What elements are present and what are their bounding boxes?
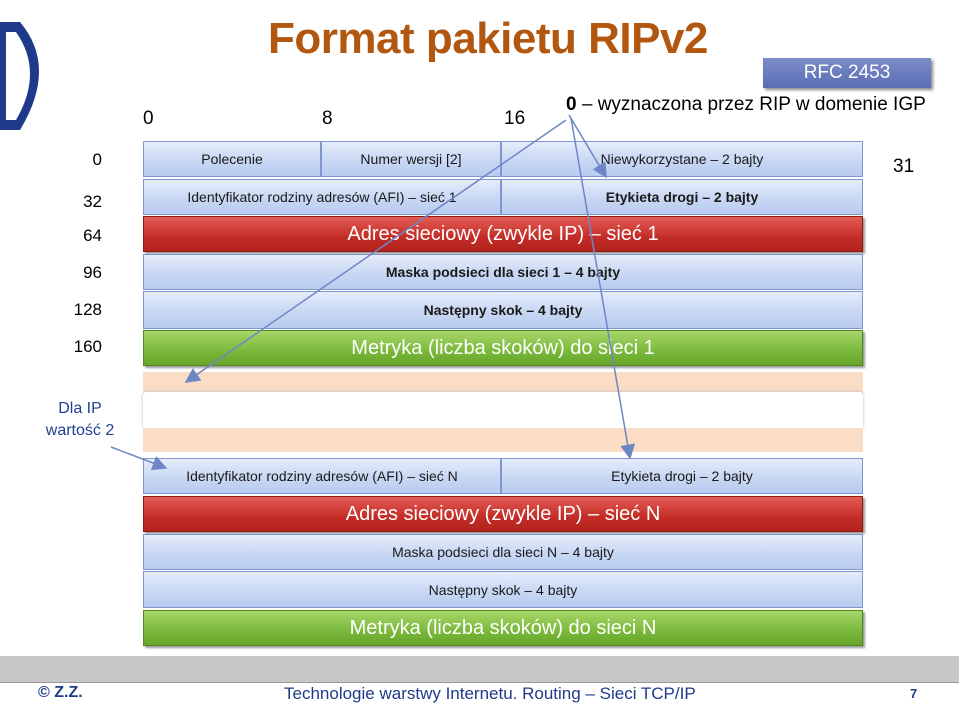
afi-field-1: Identyfikator rodziny adresów (AFI) – si… (143, 179, 501, 215)
decorative-shape (0, 22, 39, 130)
command-field: Polecenie (143, 141, 321, 177)
bit-label-31: 31 (893, 156, 915, 177)
gap-band-bottom (143, 428, 863, 452)
bit-label-8: 8 (322, 108, 333, 129)
footer-bar (0, 656, 959, 682)
route-tag-field-n: Etykieta drogi – 2 bajty (501, 458, 863, 494)
footer-logo: © Z.Z. (38, 684, 83, 701)
row-offset-160: 160 (73, 337, 102, 356)
nexthop-field-1: Następny skok – 4 bajty (143, 291, 863, 329)
afi-field-n: Identyfikator rodziny adresów (AFI) – si… (143, 458, 501, 494)
row-offset-0: 0 (92, 150, 102, 169)
note-text: 0 – wyznaczona przez RIP w domenie IGP (566, 94, 926, 116)
metric-field-n: Metryka (liczba skoków) do sieci N (143, 610, 863, 646)
metric-field-1: Metryka (liczba skoków) do sieci 1 (143, 330, 863, 366)
mask-field-1: Maska podsieci dla sieci 1 – 4 bajty (143, 254, 863, 290)
arrow-to-afi-n (110, 446, 168, 471)
note-zero: 0 (566, 94, 577, 115)
version-field: Numer wersji [2] (321, 141, 501, 177)
note-desc: – wyznaczona przez RIP w domenie IGP (576, 94, 926, 115)
footer-text: Technologie warstwy Internetu. Routing –… (284, 684, 696, 703)
route-tag-field-1: Etykieta drogi – 2 bajty (501, 179, 863, 215)
page-title: Format pakietu RIPv2 (268, 14, 708, 63)
unused-field: Niewykorzystane – 2 bajty (501, 141, 863, 177)
side-label: Dla IP wartość 2 (30, 398, 130, 442)
mask-field-n: Maska podsieci dla sieci N – 4 bajty (143, 534, 863, 570)
page-number: 7 (910, 686, 918, 701)
rfc-badge: RFC 2453 (763, 58, 931, 88)
row-offset-128: 128 (73, 300, 102, 319)
arrow-to-unused (568, 114, 607, 179)
address-field-n: Adres sieciowy (zwykle IP) – sieć N (143, 496, 863, 532)
side-label-line2: wartość 2 (45, 422, 115, 439)
gap-break (143, 392, 863, 428)
bit-label-0: 0 (143, 108, 154, 129)
footer-divider (0, 682, 959, 683)
row-offset-64: 64 (83, 226, 102, 245)
row-offset-32: 32 (83, 192, 102, 211)
bit-label-16: 16 (504, 108, 526, 129)
side-label-line1: Dla IP (58, 400, 102, 417)
row-offset-96: 96 (83, 263, 102, 282)
arrow-to-tag-n (570, 117, 636, 460)
nexthop-field-n: Następny skok – 4 bajty (143, 571, 863, 608)
arrow-to-afi-1 (184, 119, 567, 383)
address-field-1: Adres sieciowy (zwykle IP) – sieć 1 (143, 216, 863, 252)
